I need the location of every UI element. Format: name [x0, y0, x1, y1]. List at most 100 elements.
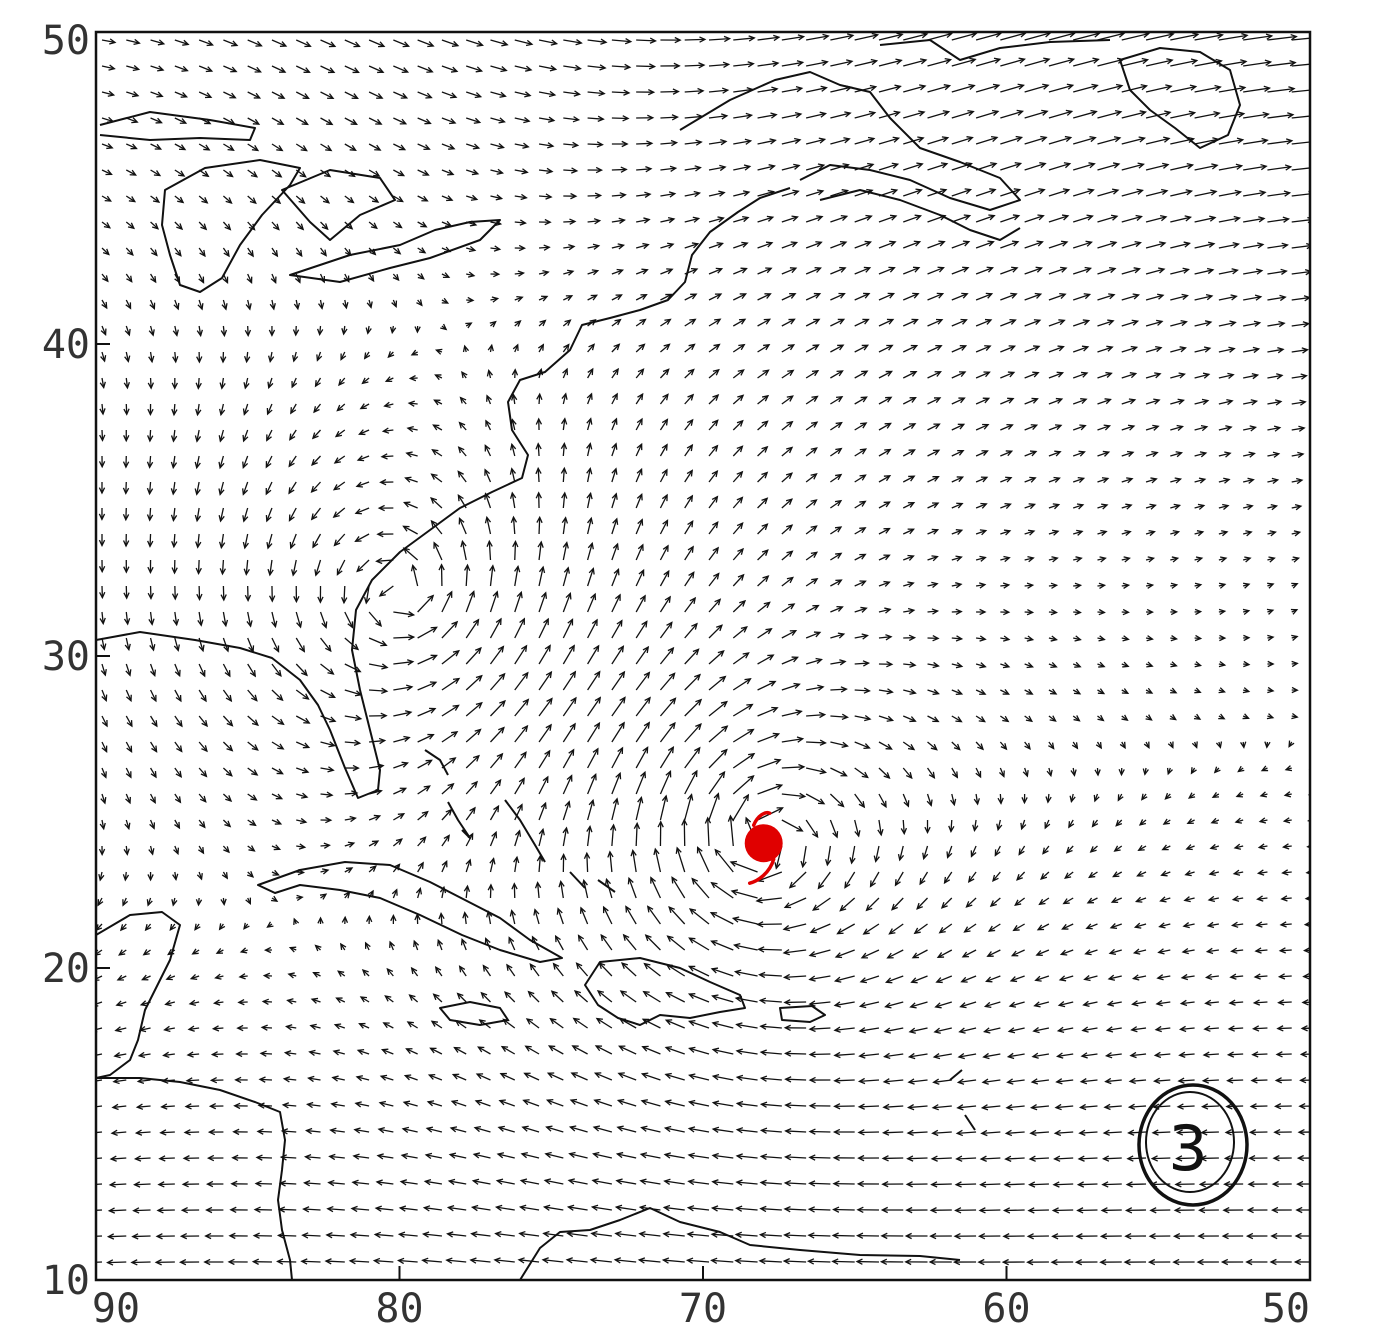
- bahamas: [424, 749, 616, 893]
- wind-arrow: [946, 845, 953, 859]
- wind-arrow: [1016, 871, 1026, 881]
- wind-arrow: [1032, 1026, 1050, 1034]
- wind-arrow: [286, 998, 297, 1005]
- wind-arrow: [641, 1018, 661, 1029]
- wind-arrow: [568, 1151, 588, 1159]
- wind-arrow: [781, 763, 806, 771]
- wind-arrow: [205, 1206, 224, 1214]
- wind-arrow: [1250, 1077, 1268, 1084]
- wind-arrow: [660, 216, 676, 224]
- wind-arrow: [196, 351, 203, 364]
- wind-arrow: [1211, 791, 1220, 798]
- wind-arrow: [660, 165, 678, 172]
- wind-arrow: [957, 1052, 977, 1060]
- wind-arrow: [381, 427, 394, 434]
- wind-arrow: [1145, 661, 1154, 668]
- wind-arrow: [805, 578, 819, 587]
- wind-arrow: [948, 819, 955, 833]
- wind-arrow: [125, 741, 133, 753]
- wind-arrow: [125, 793, 131, 805]
- wind-arrow: [1296, 1154, 1310, 1162]
- wind-arrow: [1243, 242, 1265, 249]
- wind-arrow: [377, 1127, 394, 1134]
- wind-arrow: [231, 1154, 248, 1162]
- wind-arrow: [344, 841, 356, 848]
- wind-arrow: [354, 507, 370, 515]
- wind-arrow: [587, 367, 594, 379]
- wind-arrow: [219, 559, 227, 576]
- wind-arrow: [101, 169, 113, 176]
- wind-arrow: [1097, 608, 1106, 616]
- wind-arrow: [858, 1052, 880, 1059]
- wind-arrow: [1024, 529, 1036, 536]
- wind-arrow: [586, 798, 595, 821]
- wind-arrow: [1170, 162, 1195, 171]
- wind-arrow: [1283, 791, 1292, 798]
- wind-arrow: [451, 1073, 467, 1081]
- wind-arrow: [883, 1027, 904, 1034]
- wind-arrow: [902, 501, 916, 509]
- wind-arrow: [708, 792, 720, 821]
- wind-arrow: [639, 1152, 661, 1159]
- wind-arrow: [348, 1257, 370, 1265]
- wind-arrow: [650, 876, 662, 899]
- wind-arrow: [635, 620, 648, 639]
- lake-erie-ontario: [289, 219, 501, 283]
- wind-arrow: [1073, 136, 1097, 145]
- wind-arrow: [320, 816, 333, 824]
- wind-arrow: [1170, 503, 1182, 510]
- wind-arrow: [198, 247, 206, 258]
- wind-arrow: [359, 403, 370, 410]
- wind-arrow: [1174, 1181, 1195, 1188]
- wind-arrow: [228, 1232, 248, 1240]
- wind-arrow: [708, 770, 726, 795]
- wind-arrow: [1291, 425, 1306, 432]
- wind-arrow: [500, 1045, 516, 1055]
- wind-arrow: [1020, 819, 1027, 831]
- wind-arrow: [805, 551, 819, 561]
- wind-arrow: [123, 377, 131, 390]
- wind-arrow: [732, 678, 752, 691]
- wind-arrow: [1033, 1001, 1050, 1008]
- wind-arrow: [180, 1206, 200, 1214]
- wind-arrow: [514, 270, 526, 277]
- wind-arrow: [417, 861, 424, 873]
- wind-arrow: [146, 455, 154, 469]
- wind-arrow: [1073, 529, 1084, 536]
- wind-arrow: [688, 1073, 710, 1081]
- wind-arrow: [854, 580, 867, 587]
- wind-arrow: [1048, 32, 1077, 41]
- wind-arrow: [220, 585, 227, 602]
- wind-arrow: [976, 608, 987, 616]
- wind-arrow: [1190, 767, 1197, 775]
- wind-arrow: [1097, 188, 1120, 197]
- wind-arrow: [266, 533, 273, 550]
- wind-arrow: [975, 345, 992, 353]
- wind-arrow: [611, 392, 618, 405]
- wind-arrow: [758, 1257, 782, 1265]
- wind-arrow: [349, 1285, 369, 1290]
- wind-arrow: [1145, 293, 1165, 301]
- wind-arrow: [465, 806, 476, 821]
- wind-arrow: [830, 318, 846, 327]
- wind-arrow: [1024, 214, 1045, 223]
- wind-arrow: [295, 689, 310, 700]
- wind-arrow: [730, 889, 758, 899]
- wind-arrow: [543, 1178, 564, 1185]
- wind-arrow: [198, 741, 208, 753]
- wind-arrow: [496, 1152, 515, 1159]
- wind-arrow: [781, 736, 805, 743]
- wind-arrow: [587, 644, 600, 665]
- wind-arrow: [688, 937, 710, 951]
- wind-arrow: [1267, 216, 1291, 223]
- wind-arrow: [1267, 451, 1281, 458]
- wind-arrow: [1074, 1258, 1098, 1266]
- wind-arrow: [320, 868, 330, 875]
- wind-arrow: [130, 1259, 151, 1266]
- wind-arrow: [1194, 32, 1224, 41]
- wind-arrow: [1121, 529, 1132, 537]
- wind-arrow: [1072, 319, 1091, 327]
- jamaica: [439, 1001, 509, 1026]
- wind-arrow: [1243, 190, 1267, 197]
- wind-arrow: [242, 481, 249, 496]
